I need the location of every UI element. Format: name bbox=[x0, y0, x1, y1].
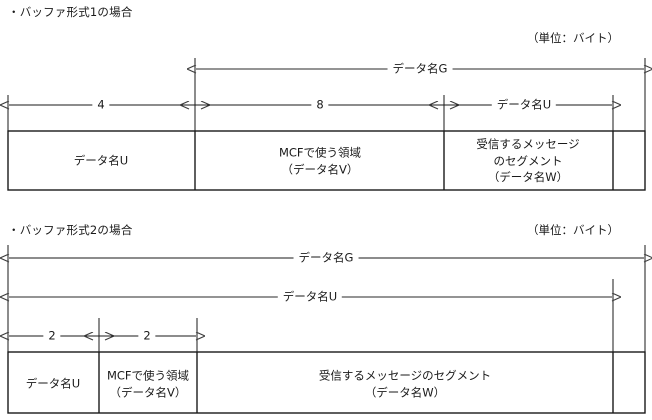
cell-label-f1-segment: 受信するメッセージ のセグメント （データ名W） bbox=[476, 136, 580, 185]
dim-label-f1-size4: 4 bbox=[92, 99, 110, 111]
cell-label-f2-mcf: MCFで使う領域 （データ名V） bbox=[106, 368, 190, 399]
dim-label-f2-dataG: データ名G bbox=[293, 252, 359, 264]
dim-label-f2-dataU: データ名U bbox=[277, 291, 343, 303]
box-f2 bbox=[7, 351, 646, 414]
box-f1 bbox=[7, 130, 646, 191]
dim-label-f2-size2b: 2 bbox=[138, 330, 156, 342]
dim-label-f1-size8: 8 bbox=[311, 99, 329, 111]
dim-label-f2-size2a: 2 bbox=[43, 330, 61, 342]
dim-label-f1-dataU: データ名U bbox=[491, 99, 557, 111]
section-title-format2: ・バッファ形式2の場合 bbox=[8, 223, 133, 237]
cell-label-f2-segment: 受信するメッセージのセグメント （データ名W） bbox=[318, 368, 492, 399]
dim-label-f1-dataG: データ名G bbox=[387, 63, 453, 75]
format1-graphics bbox=[7, 58, 646, 191]
cell-label-f1-dataU: データ名U bbox=[73, 153, 129, 168]
unit-note-format2: （単位：バイト） bbox=[527, 223, 619, 237]
unit-note-format1: （単位：バイト） bbox=[527, 31, 619, 45]
section-title-format1: ・バッファ形式1の場合 bbox=[8, 5, 133, 19]
cell-label-f2-dataU: データ名U bbox=[25, 376, 81, 391]
cell-label-f1-mcf: MCFで使う領域 （データ名V） bbox=[278, 145, 362, 176]
